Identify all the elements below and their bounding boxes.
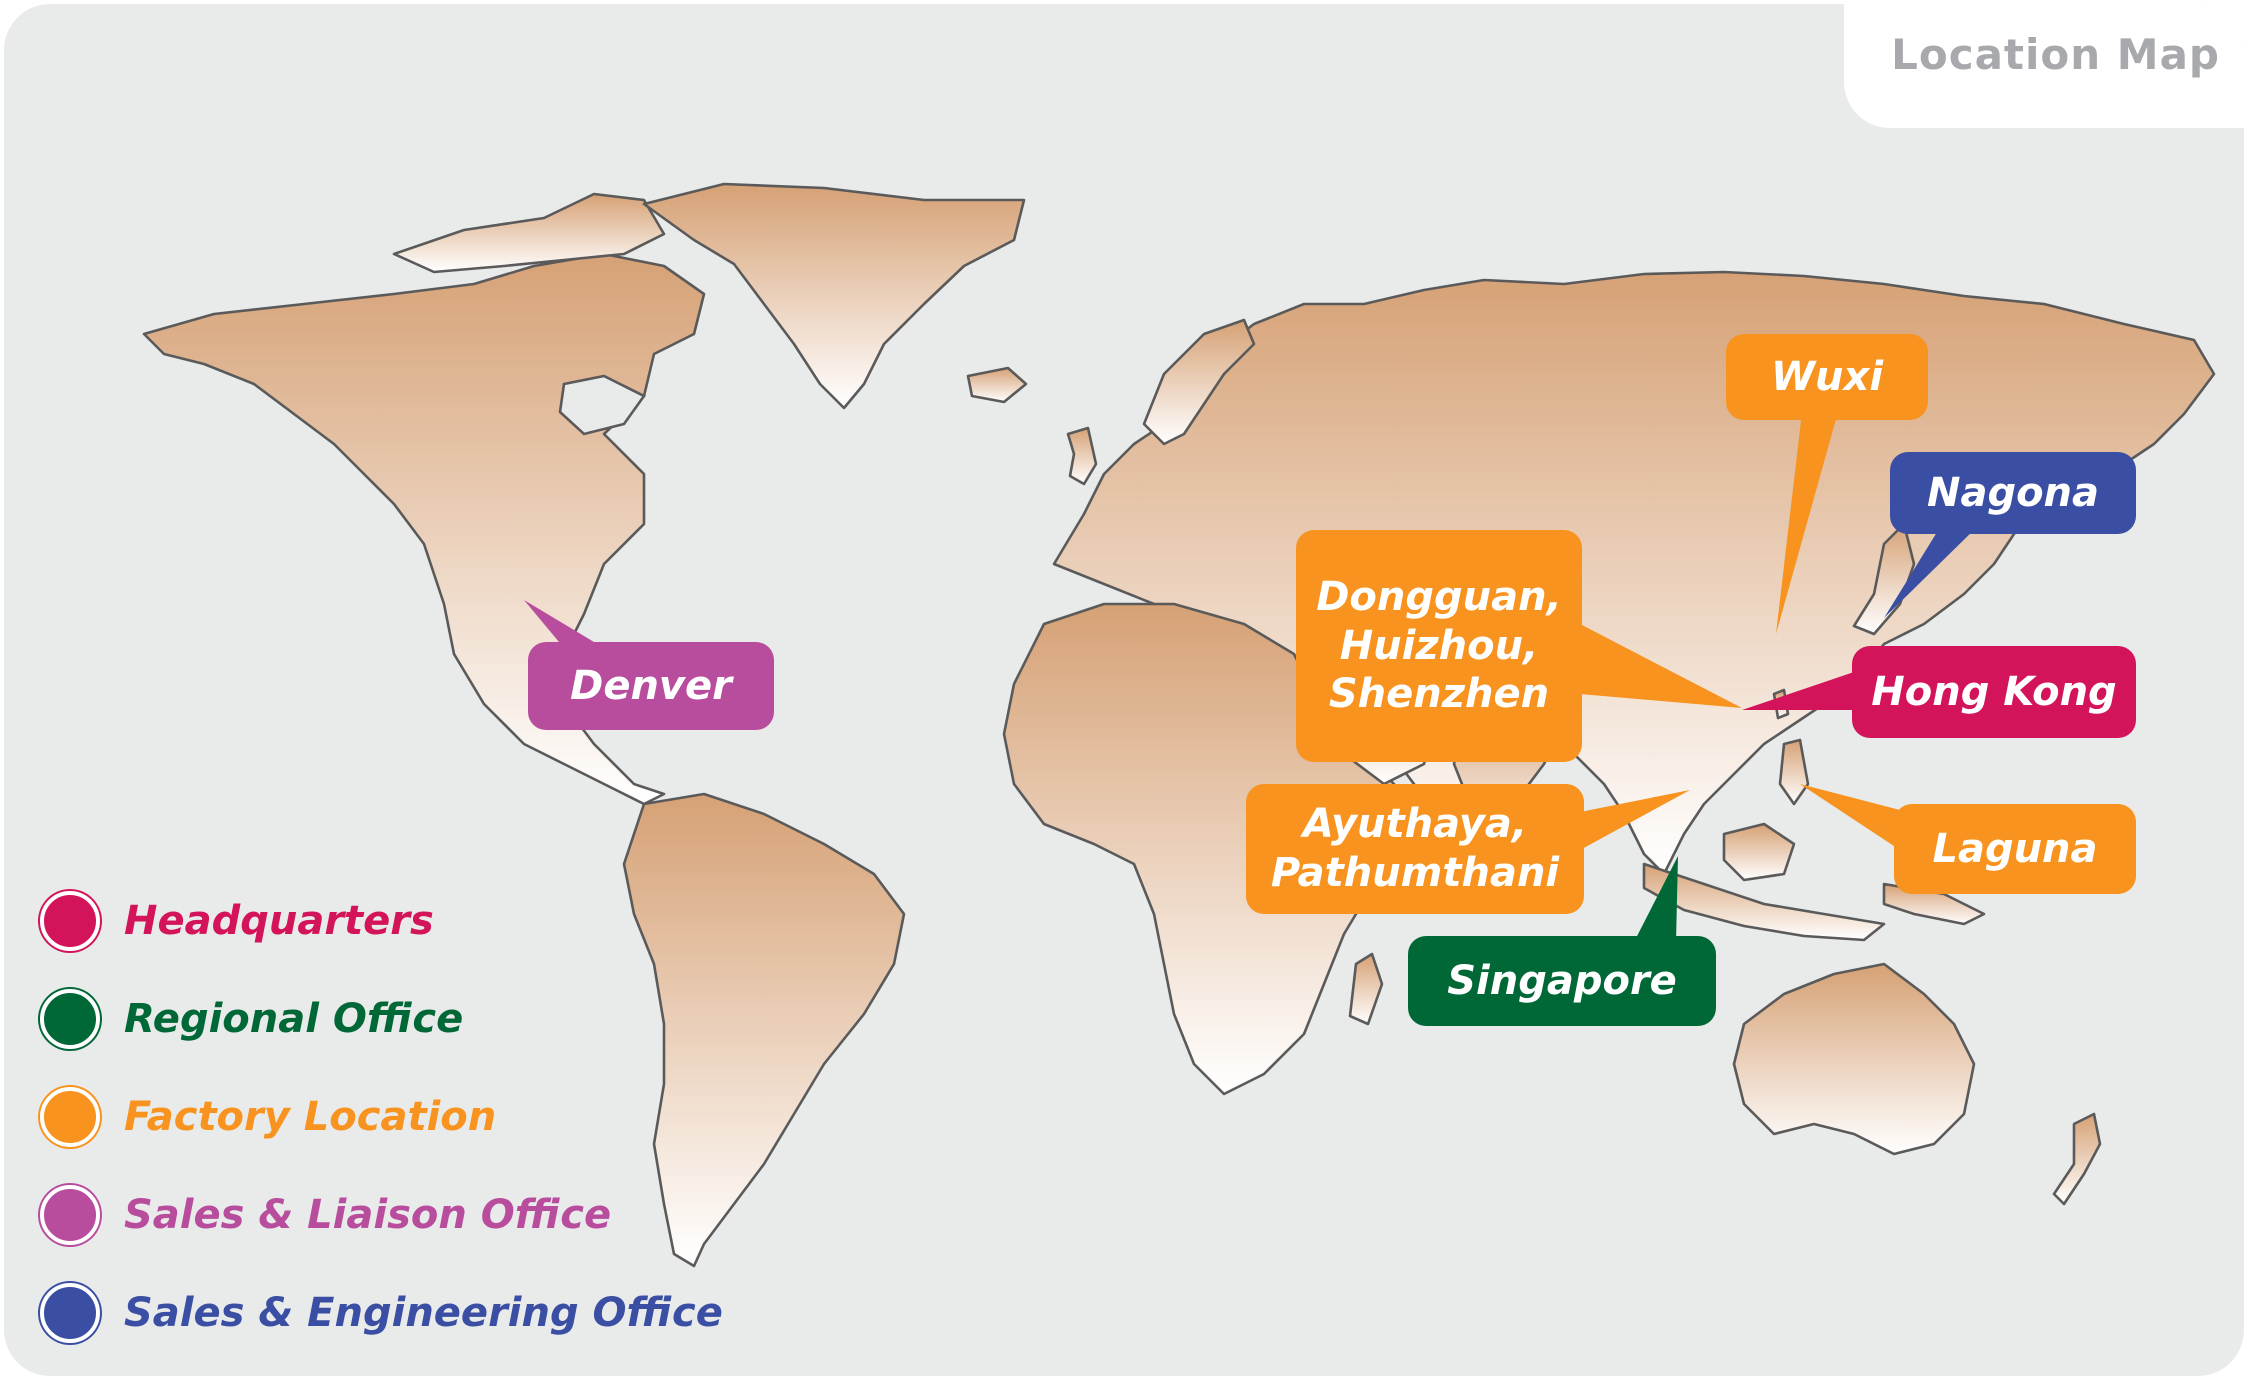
callout-label: Dongguan,Huizhou,Shenzhen: [1316, 573, 1562, 718]
callout-label: Hong Kong: [1871, 668, 2117, 715]
callout-denver[interactable]: Denver: [528, 642, 774, 730]
map-frame: Location Map Wuxi Nagona Dongguan,Huizho…: [4, 4, 2244, 1376]
legend-item-factory-location[interactable]: Factory Location: [40, 1082, 496, 1152]
callout-label: Singapore: [1447, 957, 1677, 1004]
philippines: [1778, 738, 1810, 806]
great-britain: [1066, 426, 1098, 486]
callout-label: Nagona: [1926, 469, 2100, 516]
callout-label: Wuxi: [1770, 353, 1884, 400]
dongguan-pointer: [1580, 624, 1742, 708]
regional-office-dot-icon: [40, 989, 100, 1049]
arctic-islands: [392, 192, 666, 274]
callout-label: Denver: [570, 662, 732, 709]
callout-label: Ayuthaya,Pathumthani: [1270, 801, 1560, 896]
new-guinea: [1882, 882, 1986, 926]
legend-label: Sales & Liaison Office: [124, 1192, 612, 1238]
borneo: [1722, 822, 1796, 882]
callout-pointers: [524, 412, 1980, 942]
greenland: [642, 182, 1026, 410]
legend-label: Headquarters: [124, 898, 434, 944]
madagascar: [1348, 952, 1384, 1026]
hong-kong-pointer: [1742, 672, 1854, 710]
sales-liaison-dot-icon: [40, 1185, 100, 1245]
continent-south-america: [622, 792, 906, 1268]
callout-laguna[interactable]: Laguna: [1894, 804, 2136, 894]
legend-item-sales-liaison-office[interactable]: Sales & Liaison Office: [40, 1180, 611, 1250]
nagona-pointer: [1884, 524, 1980, 618]
legend-label: Regional Office: [124, 996, 464, 1042]
legend-item-regional-office[interactable]: Regional Office: [40, 984, 463, 1054]
callout-label: Laguna: [1932, 825, 2098, 872]
wuxi-pointer: [1776, 412, 1838, 634]
headquarters-dot-icon: [40, 891, 100, 951]
title-tab: Location Map: [1844, 4, 2244, 128]
australia: [1732, 962, 1976, 1156]
factory-location-dot-icon: [40, 1087, 100, 1147]
callout-nagona[interactable]: Nagona: [1890, 452, 2136, 534]
singapore-pointer: [1634, 856, 1678, 942]
legend-label: Factory Location: [124, 1094, 497, 1140]
iceland: [966, 366, 1028, 404]
ayuthaya-pointer: [1580, 790, 1690, 850]
callout-hong-kong[interactable]: Hong Kong: [1852, 646, 2136, 738]
callout-dongguan-huizhou-shenzhen[interactable]: Dongguan,Huizhou,Shenzhen: [1296, 530, 1582, 762]
map-title: Location Map: [1891, 30, 2220, 79]
laguna-pointer: [1800, 784, 1900, 850]
scandinavia: [1142, 318, 1256, 446]
legend-item-headquarters[interactable]: Headquarters: [40, 886, 434, 956]
callout-singapore[interactable]: Singapore: [1408, 936, 1716, 1026]
callout-ayuthaya-pathumthani[interactable]: Ayuthaya,Pathumthani: [1246, 784, 1584, 914]
callout-wuxi[interactable]: Wuxi: [1726, 334, 1928, 420]
legend-label: Sales & Engineering Office: [124, 1290, 723, 1336]
legend-item-sales-engineering-office[interactable]: Sales & Engineering Office: [40, 1278, 723, 1348]
denver-pointer: [524, 600, 604, 648]
sales-engineering-dot-icon: [40, 1283, 100, 1343]
new-zealand: [2052, 1112, 2102, 1206]
